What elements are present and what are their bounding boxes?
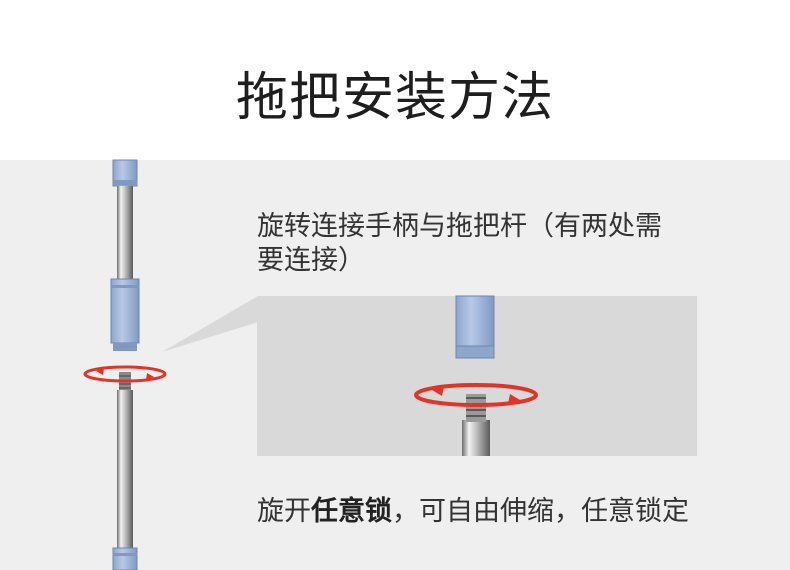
rotate-arrow-icon: [83, 365, 167, 383]
rotate-arrowhead-right: [146, 373, 154, 380]
pole-upper-steel: [117, 186, 133, 279]
zoom-thread: [466, 394, 486, 422]
rotate-arrowhead-left: [96, 368, 104, 375]
step2-highlight: 任意锁: [311, 496, 392, 527]
step2-suffix: ，可自由伸缩，任意锁定: [392, 496, 689, 527]
step2-prefix: 旋开: [257, 496, 311, 527]
zoom-arrowhead-left: [432, 386, 444, 396]
pole-lower-steel: [117, 390, 133, 548]
step1-text: 旋转连接手柄与拖把杆（有两处需要连接）: [257, 211, 662, 276]
page-title: 拖把安装方法: [235, 68, 554, 128]
pole-top-connector-ring: [113, 180, 137, 185]
zoom-rotate-arrow-icon: [414, 383, 538, 407]
zoom-handle-cap: [455, 345, 495, 359]
pole-blue-handle-bottom: [113, 343, 137, 351]
pole-bottom-lock: [112, 547, 138, 570]
zoom-arrowhead-right: [508, 394, 520, 404]
zoom-steel-end: [462, 420, 490, 456]
pole-blue-handle-ring: [111, 285, 139, 288]
zoom-handle-end: [455, 295, 495, 347]
pole-bottom-lock-ring: [113, 553, 137, 556]
step2-text: 旋开任意锁，可自由伸缩，任意锁定: [257, 495, 697, 529]
pole-blue-handle: [110, 278, 140, 344]
zoom-callout-pointer: [162, 296, 258, 352]
